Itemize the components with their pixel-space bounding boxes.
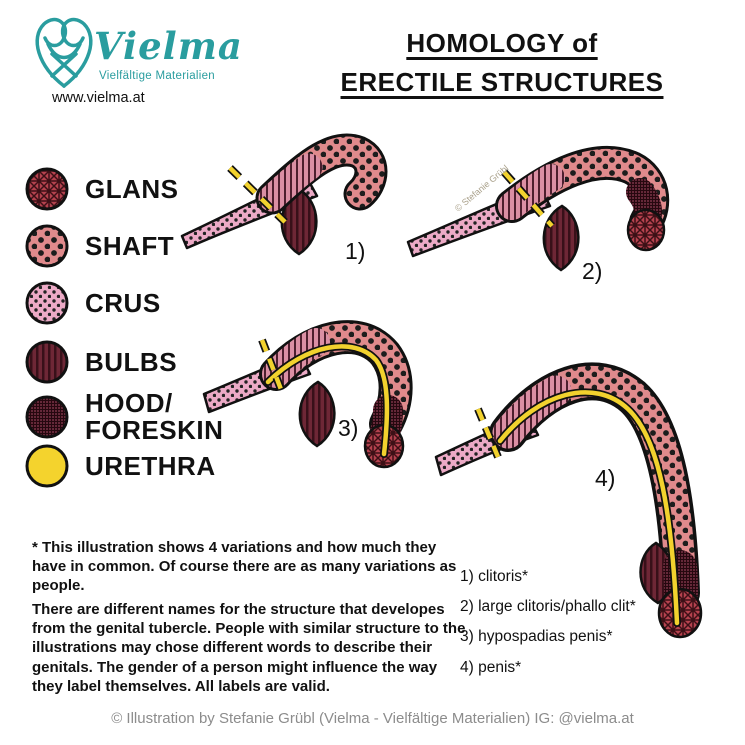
- urethra-swatch-icon: [25, 444, 69, 488]
- notes-paragraph-1: * This illustration shows 4 variations a…: [32, 539, 457, 595]
- glans-swatch-icon: [25, 167, 69, 211]
- variant-item-4: 4) penis*: [460, 658, 522, 676]
- title-line-2: ERECTILE STRUCTURES: [340, 67, 664, 97]
- brand-name: Vielma: [94, 24, 243, 68]
- legend-item-bulbs: BULBS: [24, 339, 177, 385]
- figure-3-number: 3): [338, 415, 359, 441]
- legend-item-hood-foreskin: HOOD/ FORESKIN: [24, 390, 223, 443]
- legend-label-hood-foreskin: HOOD/ FORESKIN: [85, 388, 224, 445]
- footer-credit: © Illustration by Stefanie Grübl (Vielma…: [111, 710, 634, 727]
- hood-swatch-icon: [25, 395, 69, 439]
- figure-2-large-clitoris-illustration: © Stefanie Grübl: [406, 145, 670, 272]
- bulbs-swatch-icon: [25, 340, 69, 384]
- figure-4-number: 4): [595, 465, 616, 491]
- legend-label-bulbs: BULBS: [85, 346, 178, 377]
- page-title: HOMOLOGY of ERECTILE STRUCTURES: [322, 24, 682, 102]
- title-line-1: HOMOLOGY of: [406, 28, 598, 58]
- legend-label-shaft: SHAFT: [85, 230, 175, 261]
- figure-1-clitoris-illustration: [180, 133, 388, 256]
- legend-item-urethra: URETHRA: [24, 443, 216, 489]
- legend-item-glans: GLANS: [24, 166, 179, 212]
- figure-3-hypospadias-penis-illustration: [202, 320, 413, 469]
- legend-item-shaft: SHAFT: [24, 223, 174, 269]
- variant-item-3: 3) hypospadias penis*: [460, 628, 613, 646]
- crus-swatch-icon: [25, 281, 69, 325]
- figure-4-penis-illustration: [434, 362, 703, 639]
- shaft-swatch-icon: [25, 224, 69, 268]
- notes-paragraph-2: There are different names for the struct…: [32, 601, 466, 695]
- brand-url: www.vielma.at: [52, 90, 145, 106]
- brand-subtitle: Vielfältige Materialien: [99, 70, 215, 82]
- figure-1-number: 1): [345, 238, 366, 264]
- legend-label-crus: CRUS: [85, 287, 161, 318]
- variant-item-2: 2) large clitoris/phallo clit*: [460, 598, 636, 616]
- figure-2-number: 2): [582, 258, 603, 284]
- legend-item-crus: CRUS: [24, 280, 161, 326]
- variant-item-1: 1) clitoris*: [460, 568, 529, 585]
- vielma-logo-icon: [35, 17, 93, 88]
- legend-label-glans: GLANS: [85, 173, 179, 204]
- variant-list: 1) clitoris* 2) large clitoris/phallo cl…: [460, 562, 636, 683]
- legend-label-urethra: URETHRA: [85, 450, 216, 481]
